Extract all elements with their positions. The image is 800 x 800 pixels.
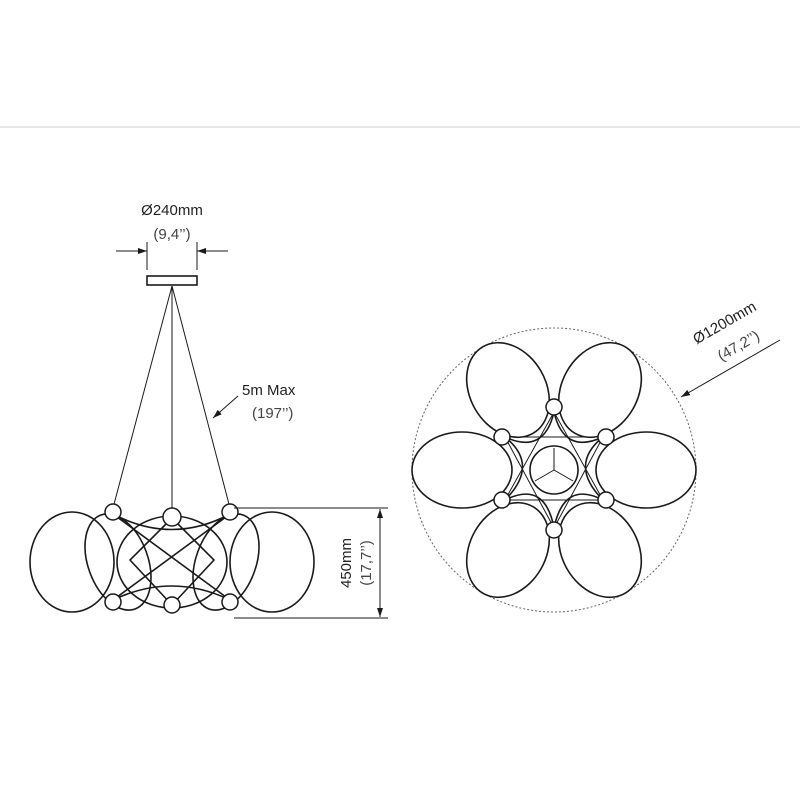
diameter-dimension: Ø1200mm (47,2’’) — [680, 298, 781, 398]
cable-length-label: 5m Max (197’’) — [212, 382, 296, 422]
globes-side — [104, 503, 239, 614]
height-dimension: 450mm (17,7’’) — [234, 507, 388, 619]
top-view: Ø1200mm (47,2’’) — [411, 298, 781, 613]
canopy-dimension: Ø240mm (9,4’’) — [116, 202, 228, 270]
canopy-diameter-inch-label: (9,4’’) — [153, 226, 190, 243]
petal-loops — [411, 341, 697, 599]
canopy — [146, 275, 198, 286]
canopy-diameter-label: Ø240mm — [141, 202, 203, 219]
side-view: Ø240mm (9,4’’) 5m Max (197’’) — [29, 202, 388, 619]
fixture-body-side — [29, 503, 315, 614]
height-label: 450mm — [338, 538, 355, 588]
suspension-cables — [112, 285, 231, 510]
height-inch-label: (17,7’’) — [358, 540, 375, 586]
cable-length: 5m Max — [242, 382, 296, 399]
center-frame — [504, 410, 604, 530]
globes-top — [493, 398, 615, 539]
cable-length-inch: (197’’) — [252, 405, 293, 422]
